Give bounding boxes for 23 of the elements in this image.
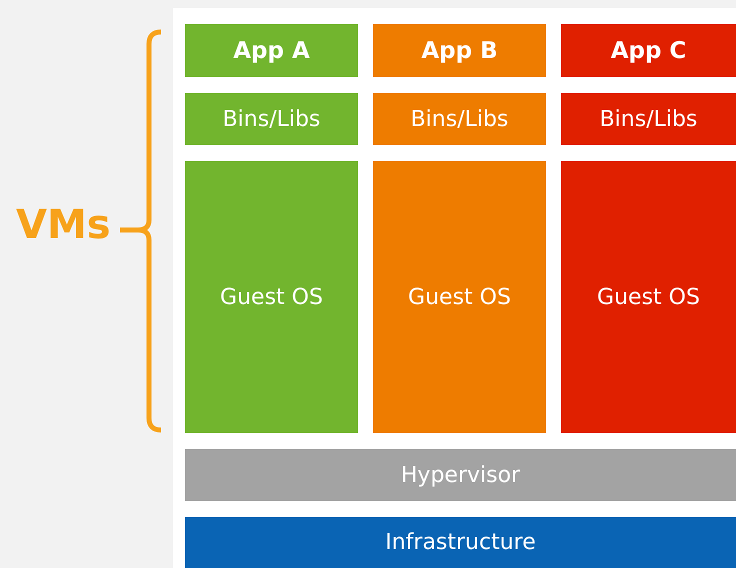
block-label: Hypervisor [400,462,520,488]
block-label: App B [421,38,498,64]
app-block [561,24,736,77]
app-block [185,24,358,77]
library-block [185,93,358,145]
block-label: App A [233,38,310,64]
library-block [561,93,736,145]
block-label: Bins/Libs [600,106,698,132]
block-label: App C [610,38,686,64]
infrastructure-layer [185,517,736,568]
guest-os-block [373,161,546,433]
block-label: Guest OS [408,284,511,310]
block-label: Bins/Libs [222,106,320,132]
library-block [373,93,546,145]
app-block [373,24,546,77]
block-label: Infrastructure [385,530,536,555]
block-label: Bins/Libs [410,106,508,132]
block-label: Guest OS [220,284,323,310]
guest-os-block [185,161,358,433]
guest-os-block [561,161,736,433]
group-label: VMs [16,202,111,248]
block-label: Guest OS [597,284,700,310]
hypervisor-layer [185,449,736,501]
